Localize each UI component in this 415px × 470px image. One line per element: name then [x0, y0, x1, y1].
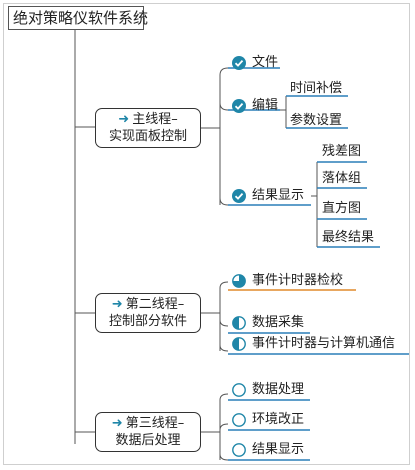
leaf-histogram: 直方图	[322, 201, 362, 216]
node-edit: 编辑	[232, 97, 278, 115]
branch-second-thread: ➜第二线程– 控制部分软件	[95, 293, 201, 333]
node-result-display: 结果显示	[232, 187, 304, 205]
half-circle-icon	[232, 337, 246, 351]
branch-label-line2: 数据后处理	[115, 433, 181, 448]
branch-label-line2: 控制部分软件	[108, 314, 187, 329]
node-label: 数据处理	[252, 382, 305, 397]
empty-circle-icon	[232, 443, 246, 457]
branch-label-line1: 主线程–	[132, 112, 178, 127]
empty-circle-icon	[232, 413, 246, 427]
branch-main-thread: ➜主线程– 实现面板控制	[95, 108, 201, 148]
root-node: 绝对策略仪软件系统	[8, 6, 148, 30]
node-label: 结果显示	[252, 188, 305, 203]
branch-label-line1: 第三线程–	[125, 416, 185, 431]
node-file: 文件	[232, 54, 278, 72]
leaf-param-settings: 参数设置	[290, 113, 343, 128]
node-timer-communication: 事件计时器与计算机通信	[232, 335, 395, 353]
leaf-time-comp: 时间补偿	[290, 81, 343, 96]
branch-label-line1: 第二线程–	[125, 297, 185, 312]
node-label: 事件计时器检校	[252, 273, 344, 288]
node-label: 事件计时器与计算机通信	[252, 336, 396, 351]
node-env-correction: 环境改正	[232, 411, 304, 429]
leaf-final-result: 最终结果	[322, 230, 375, 245]
check-circle-icon	[232, 56, 246, 70]
branch-label-line2: 实现面板控制	[108, 129, 187, 144]
node-label: 环境改正	[252, 412, 305, 427]
node-label: 文件	[252, 55, 279, 70]
node-label: 编辑	[252, 98, 279, 113]
arrow-right-icon: ➜	[111, 416, 123, 431]
three-quarter-circle-icon	[232, 274, 246, 288]
node-result-display-2: 结果显示	[232, 441, 304, 459]
diagram-frame	[3, 3, 410, 465]
node-data-acquisition: 数据采集	[232, 314, 304, 332]
empty-circle-icon	[232, 383, 246, 397]
arrow-right-icon: ➜	[111, 297, 123, 312]
check-circle-icon	[232, 99, 246, 113]
node-label: 结果显示	[252, 442, 305, 457]
check-circle-icon	[232, 189, 246, 203]
node-data-processing: 数据处理	[232, 381, 304, 399]
node-timer-calibration: 事件计时器检校	[232, 272, 343, 290]
half-circle-icon	[232, 316, 246, 330]
node-label: 数据采集	[252, 315, 305, 330]
leaf-drop-group: 落体组	[322, 171, 362, 186]
branch-third-thread: ➜第三线程– 数据后处理	[95, 412, 201, 452]
leaf-residual: 残差图	[322, 144, 362, 159]
arrow-right-icon: ➜	[118, 112, 130, 127]
